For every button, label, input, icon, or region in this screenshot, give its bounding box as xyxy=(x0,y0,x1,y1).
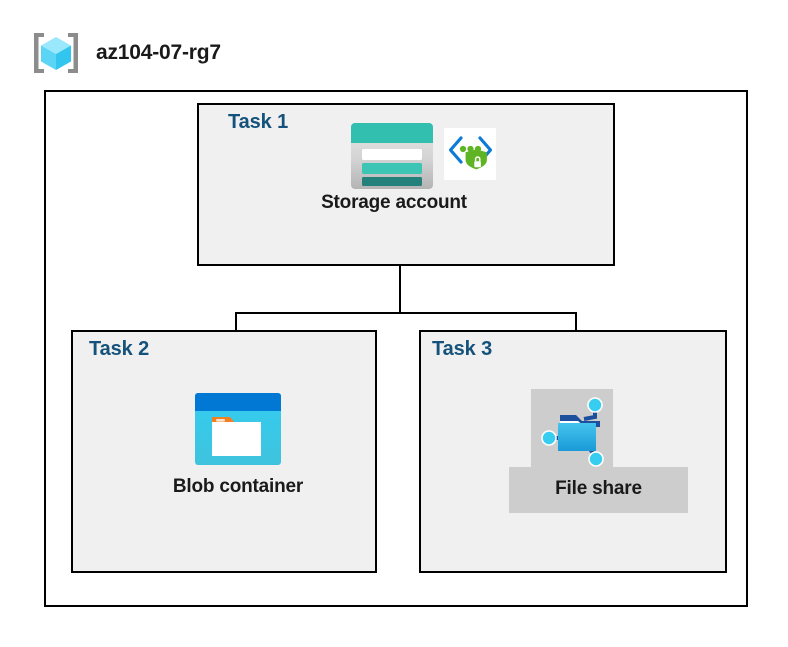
storage-account-node: Storage account xyxy=(294,120,496,230)
connector-storage-to-bar xyxy=(399,266,401,314)
resource-group-header: az104-07-rg7 xyxy=(30,28,330,78)
task-2-label: Task 2 xyxy=(89,338,150,360)
storage-account-icon-group xyxy=(350,120,496,190)
private-endpoint-icon xyxy=(444,128,496,180)
connector-horizontal-bar xyxy=(235,312,577,314)
resource-group-cube-icon xyxy=(34,33,78,73)
task-1-label: Task 1 xyxy=(228,111,289,133)
blob-container-node: Blob container xyxy=(138,392,338,517)
storage-account-caption: Storage account xyxy=(321,192,467,213)
resource-group-name: az104-07-rg7 xyxy=(96,41,221,64)
storage-account-icon xyxy=(351,123,433,189)
file-share-caption-highlight xyxy=(509,467,688,513)
task-3-label: Task 3 xyxy=(432,338,493,360)
file-share-caption: File share xyxy=(555,478,642,499)
blob-container-caption: Blob container xyxy=(172,476,304,497)
file-share-icon xyxy=(541,397,604,467)
blob-container-icon xyxy=(195,393,281,465)
